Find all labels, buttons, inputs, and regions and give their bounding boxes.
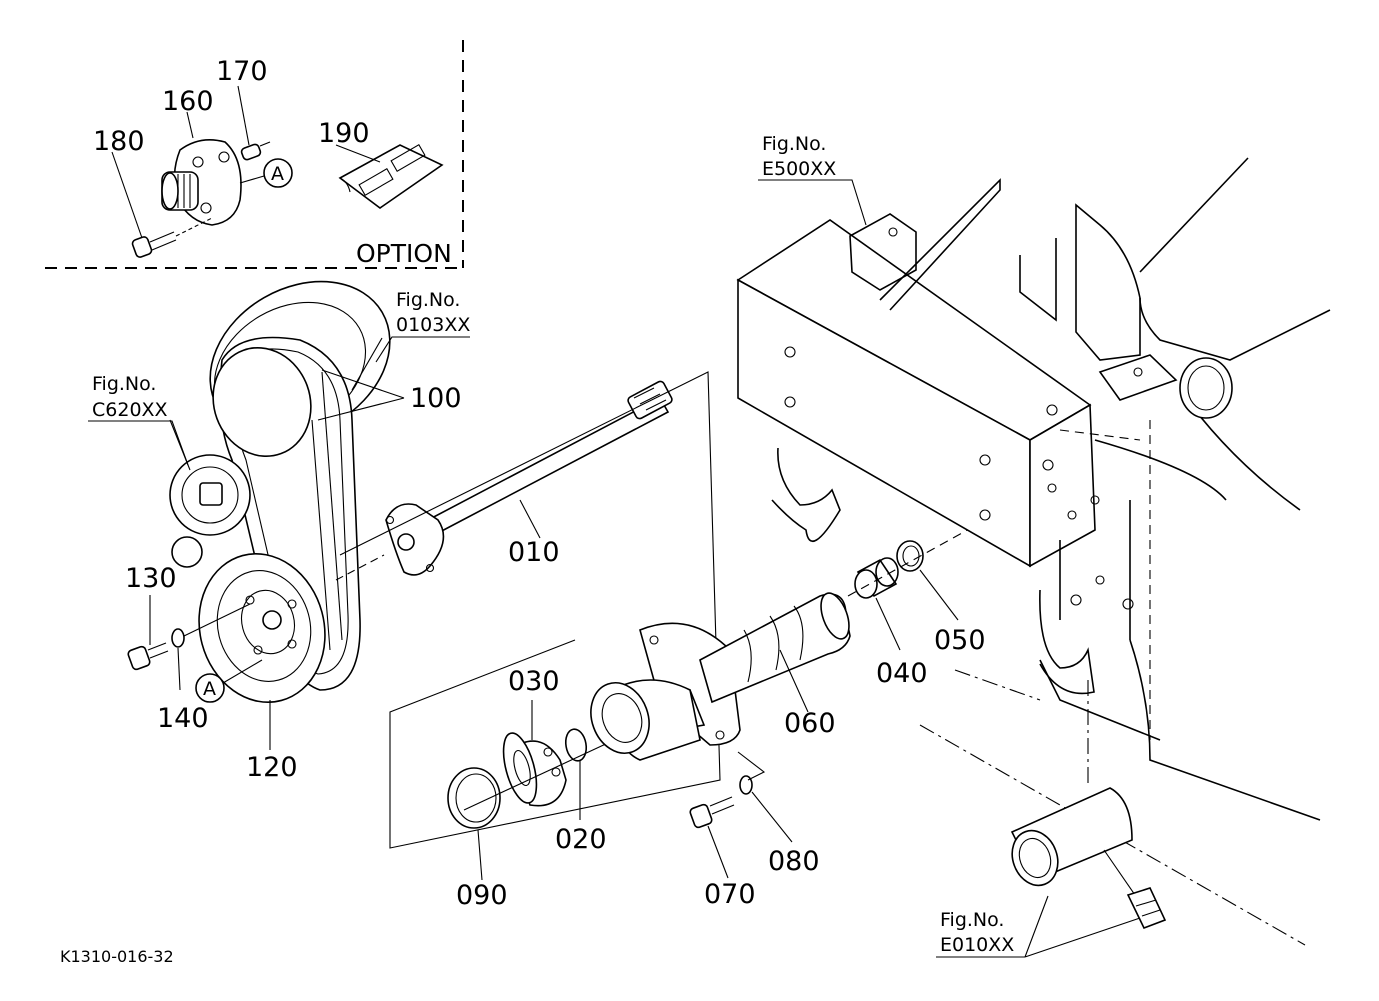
figure-ref-c620xx: Fig.No. C620XX bbox=[88, 373, 189, 466]
part-number-label: 140 bbox=[157, 703, 209, 734]
part-090-snap-ring bbox=[447, 767, 501, 829]
tractor-frame bbox=[736, 157, 1331, 821]
figure-ref-0103xx: Fig.No. 0103XX bbox=[375, 289, 470, 363]
part-number-label: 170 bbox=[216, 56, 268, 87]
part-number-label: 090 bbox=[456, 880, 508, 911]
belt-pulley-assembly: A bbox=[127, 280, 405, 750]
part-number-label: 040 bbox=[876, 658, 928, 689]
part-060-housing bbox=[590, 592, 851, 761]
part-number-label: 060 bbox=[784, 708, 836, 739]
part-130-bolt bbox=[127, 642, 169, 671]
part-050-seal bbox=[896, 540, 924, 572]
figure-ref-e010xx: Fig.No. E010XX bbox=[936, 909, 1025, 958]
svg-text:Fig.No.: Fig.No. bbox=[396, 289, 460, 311]
part-020-snap-ring bbox=[564, 728, 588, 762]
part-number-label: 130 bbox=[125, 563, 177, 594]
part-number-label: 030 bbox=[508, 666, 560, 697]
part-160-hub-flange bbox=[161, 139, 242, 226]
part-number-label: 180 bbox=[93, 126, 145, 157]
part-number-label: 190 bbox=[318, 118, 370, 149]
svg-text:E010XX: E010XX bbox=[940, 934, 1014, 956]
part-number-label: 020 bbox=[555, 824, 607, 855]
part-number-label: 070 bbox=[704, 879, 756, 910]
part-010-shaft bbox=[335, 380, 673, 581]
part-number-label: 100 bbox=[410, 383, 462, 414]
option-section: OPTION A bbox=[45, 40, 464, 269]
callout-marker-a-bottom: A bbox=[203, 678, 216, 700]
figure-ref-e500xx: Fig.No. E500XX bbox=[758, 133, 867, 226]
svg-text:Fig.No.: Fig.No. bbox=[92, 373, 156, 395]
part-180-bolt bbox=[131, 217, 213, 258]
part-number-label: 010 bbox=[508, 537, 560, 568]
front-axle-sleeve bbox=[919, 669, 1306, 958]
part-number-label: 050 bbox=[934, 625, 986, 656]
svg-text:C620XX: C620XX bbox=[92, 399, 168, 421]
part-030-bearing bbox=[502, 732, 567, 807]
part-080-washer bbox=[739, 775, 753, 795]
svg-text:0103XX: 0103XX bbox=[396, 314, 470, 336]
svg-text:E500XX: E500XX bbox=[762, 158, 836, 180]
part-040-bushing bbox=[854, 557, 899, 599]
callout-marker-a-top: A bbox=[271, 163, 284, 185]
option-label: OPTION bbox=[356, 239, 452, 268]
part-120-pulley bbox=[198, 552, 326, 704]
svg-text:Fig.No.: Fig.No. bbox=[762, 133, 826, 155]
part-190-decal bbox=[338, 144, 444, 209]
part-170-pin bbox=[240, 141, 271, 161]
part-number-label: 120 bbox=[246, 752, 298, 783]
diagram-code: K1310-016-32 bbox=[60, 947, 174, 966]
part-number-label: 160 bbox=[162, 86, 214, 117]
part-labels: 170 160 180 190 100 010 130 140 120 030 … bbox=[93, 56, 986, 911]
part-number-label: 080 bbox=[768, 846, 820, 877]
svg-text:Fig.No.: Fig.No. bbox=[940, 909, 1004, 931]
part-070-bolt bbox=[689, 796, 735, 829]
part-140-washer bbox=[171, 628, 185, 648]
